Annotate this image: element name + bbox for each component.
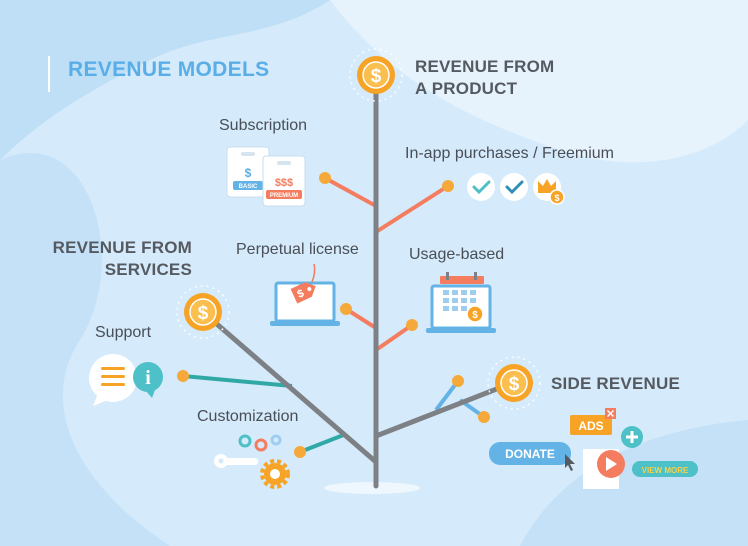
label-subscription: Subscription bbox=[219, 117, 308, 134]
checkmark-icon bbox=[467, 173, 495, 201]
label-usage-based: Usage-based bbox=[409, 246, 505, 263]
gear-icon bbox=[238, 434, 252, 448]
inapp-icons: $ bbox=[467, 173, 565, 205]
heading-line: REVENUE FROM bbox=[52, 238, 192, 257]
label-customization: Customization bbox=[197, 408, 299, 425]
node-inapp bbox=[442, 180, 454, 192]
dollar-coin-icon: $ bbox=[487, 356, 541, 410]
branch-customization bbox=[299, 432, 347, 454]
svg-text:PREMIUM: PREMIUM bbox=[270, 193, 298, 199]
node-customization bbox=[294, 446, 306, 458]
tree-shadow bbox=[324, 482, 420, 494]
gear-icon bbox=[254, 438, 268, 452]
label-perpetual-license: Perpetual license bbox=[236, 241, 359, 258]
wrench-icon bbox=[214, 454, 258, 468]
node-usage bbox=[406, 319, 418, 331]
view-more-button: VIEW MORE bbox=[632, 461, 698, 477]
svg-text:$: $ bbox=[554, 193, 559, 203]
svg-text:i: i bbox=[145, 367, 151, 389]
branch-inapp bbox=[374, 184, 450, 234]
crown-icon: $ bbox=[533, 173, 565, 205]
branch-subscription bbox=[324, 176, 377, 208]
node-side-lower bbox=[478, 411, 490, 423]
cursor-icon bbox=[565, 454, 575, 471]
branch-usage bbox=[374, 323, 414, 352]
node-support bbox=[177, 370, 189, 382]
svg-text:BASIC: BASIC bbox=[239, 184, 258, 190]
ads-badge: ADS bbox=[570, 408, 616, 435]
play-icon bbox=[597, 450, 625, 478]
heading-revenue-from-product: REVENUE FROM A PRODUCT bbox=[415, 56, 554, 100]
heading-side-revenue: SIDE REVENUE bbox=[551, 374, 680, 393]
svg-text:VIEW MORE: VIEW MORE bbox=[642, 466, 689, 475]
title-divider bbox=[48, 56, 50, 92]
heading-line: A PRODUCT bbox=[415, 79, 518, 98]
svg-text:ADS: ADS bbox=[578, 419, 603, 433]
branch-support bbox=[182, 374, 293, 388]
heading-line: REVENUE FROM bbox=[415, 57, 555, 76]
chat-bubble-icon bbox=[89, 354, 137, 406]
gear-icon bbox=[270, 434, 282, 446]
node-side-upper bbox=[452, 375, 464, 387]
branch-services bbox=[200, 309, 379, 465]
svg-text:$: $ bbox=[371, 66, 382, 87]
page-title: REVENUE MODELS bbox=[68, 58, 270, 81]
close-icon bbox=[605, 408, 616, 419]
dollar-coin-icon: $ bbox=[176, 285, 230, 339]
label-support: Support bbox=[95, 324, 152, 341]
info-icon: i bbox=[133, 362, 163, 398]
svg-text:$$$: $$$ bbox=[275, 177, 293, 189]
heading-line: SERVICES bbox=[104, 260, 192, 279]
plus-icon bbox=[621, 426, 643, 448]
svg-text:$: $ bbox=[245, 166, 252, 180]
svg-text:$: $ bbox=[472, 310, 478, 321]
svg-text:DONATE: DONATE bbox=[505, 447, 555, 461]
branch-nodes bbox=[177, 172, 490, 458]
donate-button: DONATE bbox=[489, 442, 571, 465]
heading-revenue-from-services: REVENUE FROM SERVICES bbox=[52, 237, 192, 281]
dollar-coin-icon: $ bbox=[349, 48, 403, 102]
gear-icon bbox=[260, 459, 290, 489]
customization-icons bbox=[214, 434, 290, 489]
laptop-icon: $ bbox=[270, 263, 340, 326]
price-tag-icon: $ bbox=[290, 282, 316, 304]
video-card bbox=[583, 449, 625, 489]
branch-side-upper bbox=[434, 379, 460, 412]
node-perpetual bbox=[340, 303, 352, 315]
svg-text:$: $ bbox=[198, 303, 209, 324]
svg-text:$: $ bbox=[295, 287, 306, 300]
calendar-icon: $ bbox=[426, 272, 496, 333]
node-subscription bbox=[319, 172, 331, 184]
checkmark-icon bbox=[500, 173, 528, 201]
label-inapp-purchases: In-app purchases / Freemium bbox=[405, 145, 614, 162]
svg-text:$: $ bbox=[509, 374, 520, 395]
subscription-cards-icon: $ BASIC $$$ PREMIUM bbox=[226, 146, 306, 207]
